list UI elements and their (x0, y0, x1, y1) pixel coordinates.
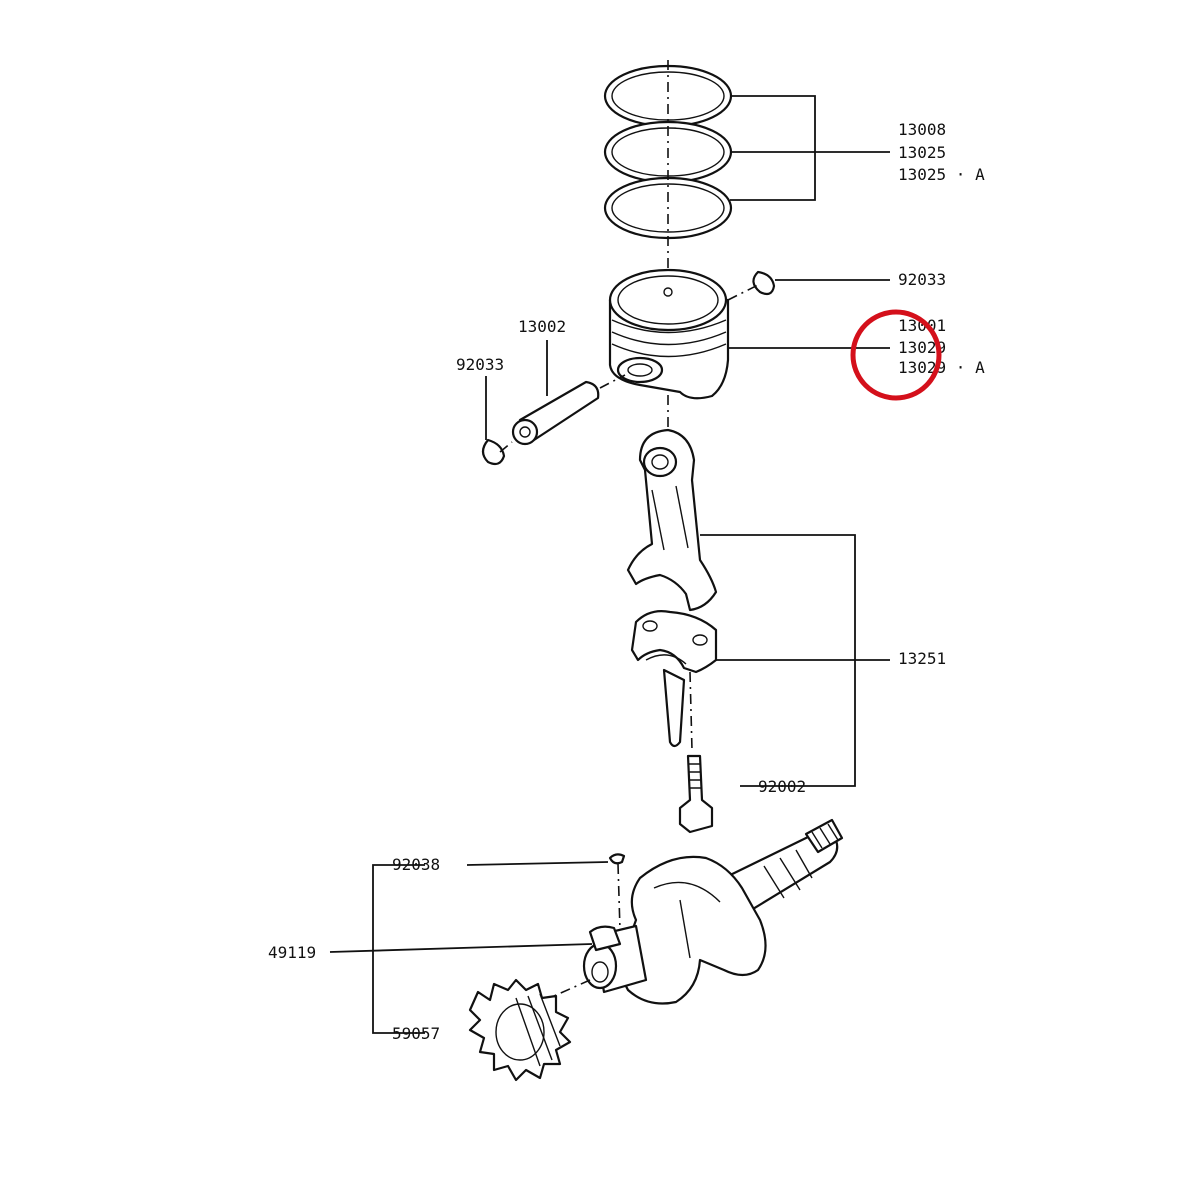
label-circlip-left: 92033 (456, 355, 504, 374)
label-crankshaft: 49119 (268, 943, 316, 962)
woodruff-key (608, 853, 626, 865)
label-key: 92038 (392, 855, 440, 874)
label-ring-1: 13008 (898, 120, 946, 139)
circlip-left (481, 438, 513, 466)
crank-gear (468, 978, 572, 1082)
rod-bolt (678, 754, 714, 834)
label-circlip-right: 92033 (898, 270, 946, 289)
label-connecting-rod: 13251 (898, 649, 946, 668)
label-piston-3: 13029 · A (898, 358, 985, 377)
label-ring-3: 13025 · A (898, 165, 985, 184)
label-piston-2: 13029 (898, 338, 946, 357)
crankshaft (544, 818, 844, 1005)
label-rod-bolt: 92002 (758, 777, 806, 796)
piston-ring-set (603, 60, 733, 275)
circlip-right (727, 270, 776, 301)
piston-pin (511, 374, 626, 446)
leader-lines (329, 95, 890, 1034)
part-number-labels: 13008 13025 13025 · A 92033 13001 13029 … (268, 120, 985, 1043)
highlight-circle (850, 309, 942, 401)
label-gear: 59057 (392, 1024, 440, 1043)
piston (608, 268, 730, 400)
label-pin: 13002 (518, 317, 566, 336)
connecting-rod (626, 395, 718, 751)
label-ring-2: 13025 (898, 143, 946, 162)
